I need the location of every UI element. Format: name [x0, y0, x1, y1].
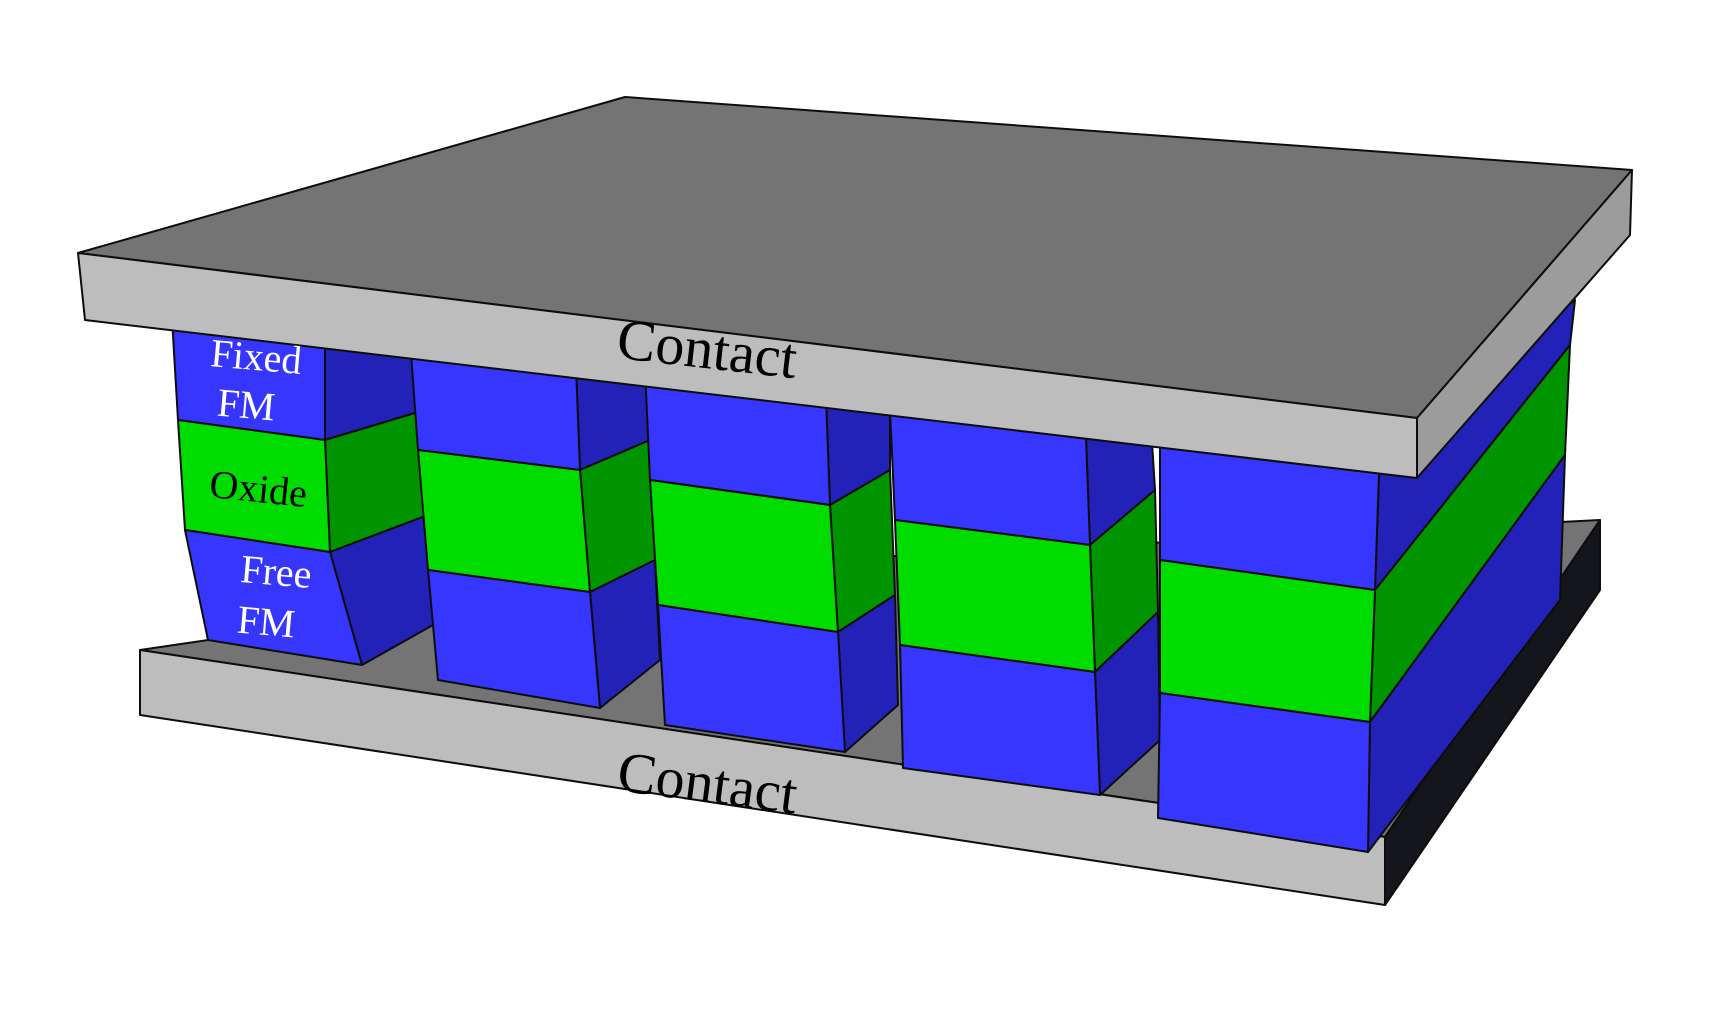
pillar-4-fm-bottom-front: [899, 644, 1101, 796]
top-contact: [77, 96, 1633, 479]
pillar-1-fm-bottom-front: [184, 529, 363, 666]
free-label-line2: FM: [235, 597, 297, 647]
pillar-4: [889, 409, 1161, 796]
oxide-label: Oxide: [207, 461, 309, 516]
top-contact-right-face: [1416, 169, 1633, 479]
pillar-3: [644, 369, 899, 753]
pillar-5-fm-bottom-front: [1157, 692, 1371, 853]
pillar-2-oxide-front: [417, 449, 591, 593]
free-label-line1: Free: [239, 546, 314, 597]
fixed-fm-label: Fixed FM: [209, 330, 304, 429]
fixed-label-line2: FM: [215, 380, 277, 430]
pillar-5: [1157, 299, 1576, 853]
pillar-3-fm-bottom-front: [657, 604, 846, 753]
pillar-1: [171, 317, 434, 666]
pillar-2-fm-bottom-front: [427, 569, 601, 709]
pillar-2: [409, 339, 661, 709]
fixed-label-line1: Fixed: [209, 330, 304, 383]
free-fm-label: Free FM: [235, 546, 313, 646]
